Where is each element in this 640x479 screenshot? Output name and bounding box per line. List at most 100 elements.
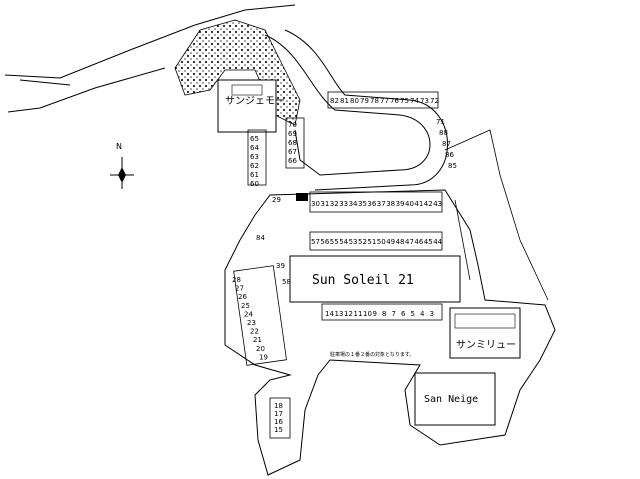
road-top-left [4, 4, 296, 113]
slot-label-bottom: 14 [325, 310, 334, 318]
san-neige-building: San Neige [414, 372, 496, 426]
slot-label-bottom: 11 [354, 310, 363, 318]
slot-label-left: 28 [232, 276, 241, 284]
north-arrow-icon: N [110, 142, 134, 189]
slot-label-upper: 74 [410, 97, 419, 105]
slot-label-top: 36 [367, 200, 376, 208]
mid-parking-row [309, 231, 443, 251]
sun-soleil-label: Sun Soleil 21 [312, 273, 414, 288]
slot-label-left: 27 [235, 285, 244, 293]
slot-label-mid-left: 61 [250, 171, 259, 179]
slot-label-curve: 87 [442, 140, 451, 148]
slot-label-bottom: 8 [382, 310, 386, 318]
slot-label-upper: 72 [430, 97, 439, 105]
slot-label-mid-left: 62 [250, 162, 259, 170]
slot-label-bottom: 4 [420, 310, 425, 318]
slot-label-mid-left2: 70 [288, 121, 297, 129]
slot-label-bottom: 13 [335, 310, 344, 318]
slot-label-curve: 71 [436, 118, 445, 126]
upper-parking-row [327, 91, 439, 109]
slot-label-top: 34 [349, 200, 358, 208]
slot-label-left: 22 [250, 328, 259, 336]
slot-label-mid-left2: 67 [288, 148, 297, 156]
slot-label-bottom: 5 [411, 310, 415, 318]
left-parking-row [233, 265, 287, 366]
slot-label-upper: 81 [340, 97, 349, 105]
lower-left-slots [269, 397, 291, 439]
sun-gemo-label: サンジェモー [225, 95, 285, 107]
slot-label-mid: 54 [339, 238, 348, 246]
slot-label-top: 30 [311, 200, 320, 208]
slot-label-mid: 44 [433, 238, 442, 246]
top-parking-row [309, 191, 443, 213]
slot-label-left: 23 [247, 319, 256, 327]
slot-label-mid-left2: 68 [288, 139, 297, 147]
slot-label-mid: 50 [377, 238, 386, 246]
slot-label-top: 40 [405, 200, 414, 208]
curved-driveway [264, 29, 448, 191]
slot-label-top: 42 [424, 200, 433, 208]
sun-mireu-label: サンミリュー [456, 339, 516, 351]
main-lot-outline [224, 189, 556, 476]
slot-label-mid: 55 [330, 238, 339, 246]
slot-label-left: 21 [253, 336, 262, 344]
slot-label-top: 39 [396, 200, 405, 208]
slot-label-mid-left: 64 [250, 144, 259, 152]
slot-label-curve: 85 [448, 162, 457, 170]
slot-label-upper: 82 [330, 97, 339, 105]
slot-label-misc: 39 [276, 262, 285, 270]
slot-label-mid-left: 63 [250, 153, 259, 161]
slot-label-top: 32 [330, 200, 339, 208]
slot-label-bottom: 10 [363, 310, 372, 318]
sun-soleil-building: Sun Soleil 21 [289, 255, 461, 303]
sun-gemo-building: サンジェモー [217, 79, 285, 133]
svg-text:N: N [116, 142, 122, 151]
slot-label-top: 41 [414, 200, 423, 208]
slot-label-upper: 80 [350, 97, 359, 105]
black-marker [296, 193, 308, 201]
slot-label-misc: 29 [272, 196, 281, 204]
slot-label-misc: 84 [256, 234, 265, 242]
slot-label-mid-left: 65 [250, 135, 259, 143]
slot-label-top: 31 [320, 200, 329, 208]
slot-label-bottom: 9 [373, 310, 377, 318]
slot-label-lower-left: 18 [274, 402, 283, 410]
slot-label-bottom: 7 [392, 310, 396, 318]
slot-label-mid: 47 [405, 238, 414, 246]
parking-note: 駐車場の１番２番の対象となります。 [330, 351, 414, 358]
slot-label-left: 25 [241, 302, 250, 310]
mid-left2-slots [285, 117, 305, 169]
slot-label-top: 35 [358, 200, 367, 208]
slot-label-left: 19 [259, 353, 268, 361]
san-neige-label: San Neige [424, 394, 478, 405]
slot-label-top: 37 [377, 200, 386, 208]
slot-label-mid-left: 60 [250, 180, 259, 188]
right-boundary [444, 129, 549, 301]
slot-label-mid-left2: 69 [288, 130, 297, 138]
slot-label-left: 24 [244, 310, 253, 318]
slot-label-misc: 58 [282, 278, 291, 286]
slot-label-top: 38 [386, 200, 395, 208]
slot-label-left: 20 [256, 345, 265, 353]
slot-label-curve: 88 [439, 129, 448, 137]
slot-label-upper: 73 [420, 97, 429, 105]
slot-label-top: 43 [433, 200, 442, 208]
slot-label-mid: 48 [396, 238, 405, 246]
slot-label-lower-left: 17 [274, 410, 283, 418]
slot-label-bottom: 12 [344, 310, 353, 318]
slot-label-lower-left: 16 [274, 418, 283, 426]
slot-label-mid: 56 [320, 238, 329, 246]
slot-label-bottom: 3 [430, 310, 434, 318]
slot-label-lower-left: 15 [274, 426, 283, 434]
slot-label-mid: 45 [424, 238, 433, 246]
slot-label-upper: 76 [390, 97, 399, 105]
bottom-parking-row [321, 303, 443, 321]
slot-label-bottom: 6 [401, 310, 406, 318]
slot-label-mid: 52 [358, 238, 367, 246]
slot-label-mid: 57 [311, 238, 320, 246]
slot-label-upper: 77 [380, 97, 389, 105]
slot-label-mid-left2: 66 [288, 157, 297, 165]
slot-label-upper: 78 [370, 97, 379, 105]
